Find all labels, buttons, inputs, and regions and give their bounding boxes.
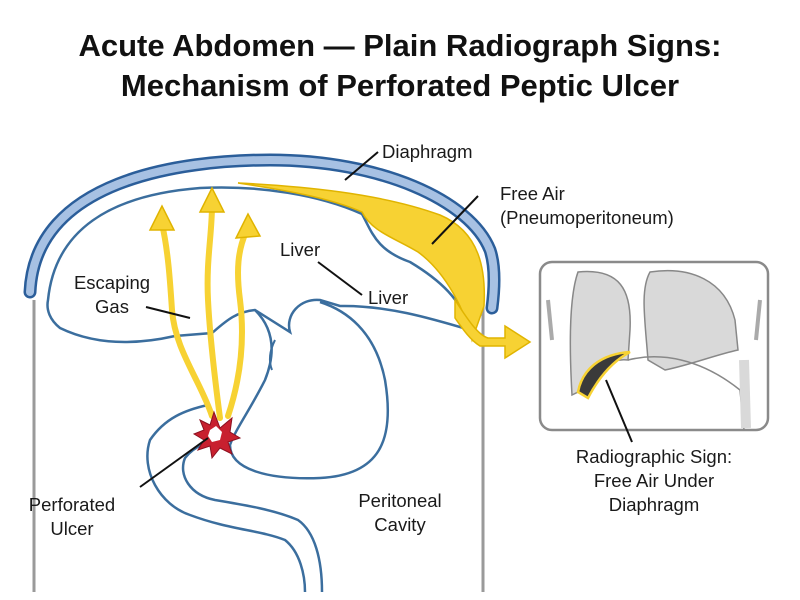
label-free-air-under: Free Air Under [593, 470, 715, 491]
leader-free-air [431, 195, 479, 245]
label-peritoneal: Peritoneal [358, 490, 442, 511]
ulcer-perforation-core [208, 426, 222, 442]
xray-inset-content [546, 269, 762, 431]
leader-lines [139, 151, 633, 488]
xray-side-shadow [739, 359, 751, 429]
xray-free-air-crescent [576, 350, 631, 400]
leader-diaphragm [344, 151, 379, 181]
gas-arrowheads [148, 186, 262, 239]
page-title-line-2: Mechanism of Perforated Peptic Ulcer [120, 68, 680, 103]
stomach-fold [268, 339, 276, 371]
label-diaphragm-sign: Diaphragm [608, 494, 700, 515]
leader-radiographic-sign [605, 379, 633, 443]
label-liver-upper: Liver [280, 239, 321, 260]
gas-arrowhead-middle [198, 186, 226, 213]
page-title-line-1: Acute Abdomen — Plain Radiograph Signs: [78, 28, 722, 63]
free-air-arrow [454, 297, 532, 360]
label-perforated: Perforated [28, 494, 116, 515]
gas-stream-middle [204, 202, 223, 421]
diaphragm-band [26, 155, 499, 312]
escaping-gas-streams [159, 202, 249, 421]
label-radiographic-sign: Radiographic Sign: [575, 446, 733, 467]
label-escaping: Escaping [73, 272, 151, 293]
xray-left-lung [643, 269, 739, 371]
label-diaphragm: Diaphragm [382, 141, 473, 162]
label-gas: Gas [95, 296, 129, 317]
label-ulcer: Ulcer [50, 518, 94, 539]
stomach-outline [228, 300, 390, 480]
duodenum-outer [146, 403, 307, 593]
gas-arrowhead-right [234, 212, 262, 239]
label-free-air: Free Air [500, 183, 565, 204]
label-cavity: Cavity [374, 514, 426, 535]
label-pneumoperitoneum: (Pneumoperitoneum) [500, 207, 674, 228]
xray-ribs [546, 299, 762, 341]
gas-stream-left [159, 221, 215, 419]
leader-liver [317, 261, 363, 296]
label-liver-lower: Liver [368, 287, 409, 308]
duodenum-inner [181, 438, 324, 593]
leader-perforated-ulcer [139, 437, 209, 488]
gas-stream-right [225, 229, 249, 419]
xray-diaphragm-line [627, 356, 745, 431]
leader-escaping-gas [145, 306, 191, 319]
gas-arrowhead-left [148, 204, 176, 231]
